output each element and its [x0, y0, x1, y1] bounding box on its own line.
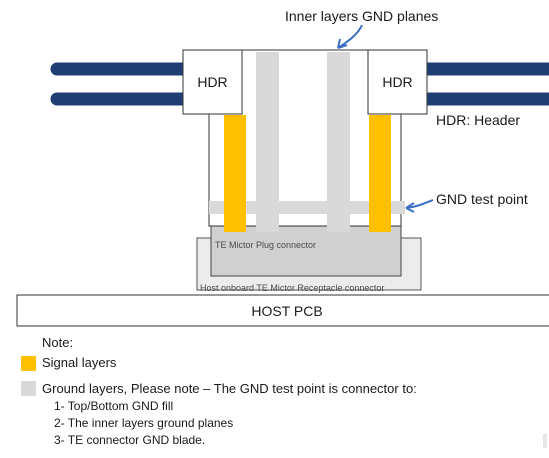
legend-item: 1- Top/Bottom GND fill [54, 399, 174, 413]
legend-ground-label: Ground layers, Please note – The GND tes… [42, 381, 417, 396]
arrow-gnd-test-point [405, 199, 434, 209]
hdr-left-label: HDR [197, 74, 228, 90]
hdr-right-box [367, 49, 428, 115]
signal-swatch [21, 356, 36, 371]
legend-signal-label: Signal layers [42, 355, 117, 370]
legend-note: Note: [42, 335, 74, 350]
ground-swatch [21, 381, 36, 396]
hdr-left-box [182, 49, 243, 115]
legend-item: 3- TE connector GND blade. [54, 433, 206, 447]
plug-connector-box [210, 225, 402, 277]
inner-gnd-label: Inner layers GND planes [285, 8, 439, 24]
plug-connector-label: TE Mictor Plug connector [215, 240, 317, 250]
edge-mark [543, 434, 547, 448]
signal-layer-left [224, 115, 246, 232]
arrow-gnd-test-point-head [405, 202, 415, 213]
gnd-test-point-bar [209, 201, 405, 214]
signal-layer-right [369, 115, 391, 232]
legend-item: 2- The inner layers ground planes [54, 416, 234, 430]
arrow-inner-gnd-head [337, 38, 348, 49]
hdr-note-label: HDR: Header [436, 112, 521, 128]
host-pcb-box [16, 294, 549, 327]
hdr-right-label: HDR [382, 74, 413, 90]
receptacle-connector-label: Host onboard TE Mictor Receptacle connec… [200, 283, 385, 293]
inner-gnd-plane-left [256, 52, 279, 232]
gnd-test-point-label: GND test point [436, 191, 528, 207]
inner-gnd-plane-right [327, 52, 350, 232]
arrow-inner-gnd [337, 24, 363, 49]
host-pcb-label: HOST PCB [251, 302, 323, 319]
